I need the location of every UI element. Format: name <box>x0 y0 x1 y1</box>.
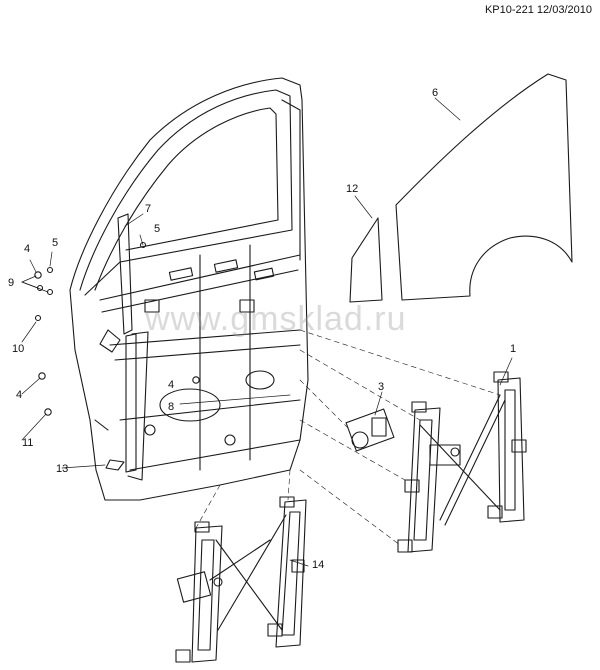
leader-lines <box>21 97 513 567</box>
window-regulator-14 <box>175 496 307 663</box>
callout-1: 1 <box>510 343 516 355</box>
callout-4-top: 4 <box>24 243 30 255</box>
callout-4-mid: 4 <box>16 389 22 401</box>
callout-4-inner: 4 <box>168 379 174 391</box>
dashed-assembly-lines <box>195 329 501 546</box>
callout-9: 9 <box>8 277 14 289</box>
callout-3: 3 <box>378 381 384 393</box>
door-panel <box>69 77 309 501</box>
callout-7: 7 <box>145 203 151 215</box>
front-channel <box>105 213 149 481</box>
callout-5-inner: 5 <box>154 223 160 235</box>
watermark: www.gmsklad.ru <box>145 300 407 338</box>
reference-code: KP10-221 12/03/2010 <box>484 4 592 16</box>
window-regulator-1 <box>397 371 527 553</box>
callout-6: 6 <box>432 87 438 99</box>
callout-5-left: 5 <box>52 237 58 249</box>
callout-14: 14 <box>312 559 324 571</box>
callout-10: 10 <box>12 343 24 355</box>
window-glass-main <box>395 73 573 301</box>
window-motor-3 <box>345 408 395 452</box>
callout-12: 12 <box>346 183 358 195</box>
callout-13: 13 <box>56 463 68 475</box>
callout-11: 11 <box>22 437 33 449</box>
window-glass-fixed <box>349 217 383 303</box>
callout-8: 8 <box>168 401 174 413</box>
